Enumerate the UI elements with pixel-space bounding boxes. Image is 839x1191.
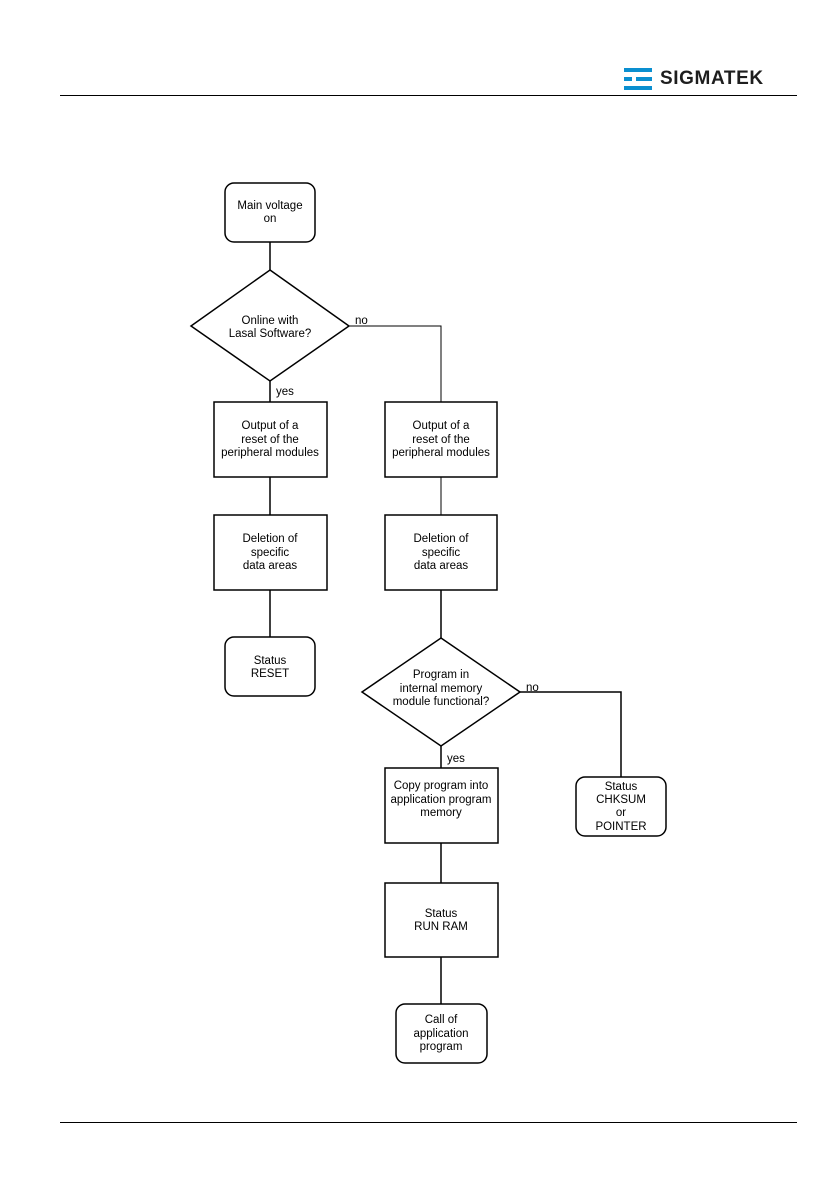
edge-label-online-no: no	[355, 315, 368, 327]
logo-wordmark: SIGMATEK	[660, 68, 764, 89]
sigmatek-logo: SIGMATEK	[624, 66, 799, 92]
footer-rule	[60, 1122, 797, 1123]
flowchart-edges	[269, 242, 622, 1004]
edge-online-no	[349, 325, 442, 402]
edge-label-online-yes: yes	[276, 386, 294, 398]
edge-label-program-yes: yes	[447, 753, 465, 765]
sigmatek-logo-mark	[624, 68, 652, 90]
header-rule	[60, 95, 797, 96]
edge-program-no	[520, 691, 622, 777]
edge-label-program-no: no	[526, 682, 539, 694]
